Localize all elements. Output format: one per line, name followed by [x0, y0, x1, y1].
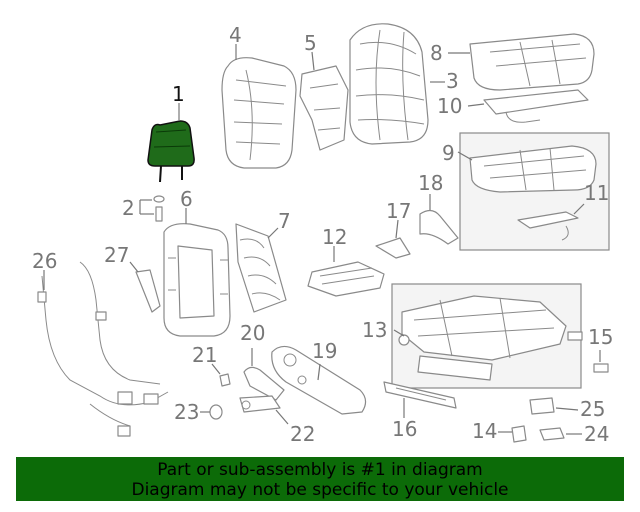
callout-18: 18 — [418, 171, 443, 195]
sensor-mat-part-11[interactable] — [517, 211, 579, 241]
callout-4: 4 — [229, 23, 242, 47]
track-cover-part-16[interactable] — [383, 381, 457, 409]
callout-24: 24 — [584, 422, 609, 446]
heater-mat-part-10[interactable] — [483, 89, 589, 123]
handle-part-22[interactable] — [239, 395, 281, 413]
bolt-part-23[interactable] — [209, 404, 223, 420]
bracket-part-17[interactable] — [375, 237, 411, 259]
side-airbag-part-27[interactable] — [135, 269, 161, 313]
callout-12: 12 — [322, 225, 347, 249]
seatback-cover-part-3[interactable] — [349, 23, 429, 145]
callout-16: 16 — [392, 417, 417, 441]
clip-part-15[interactable] — [567, 331, 609, 373]
callout-8: 8 — [430, 41, 443, 65]
callout-21: 21 — [192, 343, 217, 367]
cushion-cover-part-8[interactable] — [469, 33, 595, 91]
callout-1: 1 — [172, 82, 185, 106]
callout-15: 15 — [588, 325, 613, 349]
seat-adjuster-part-13[interactable] — [398, 295, 567, 381]
switch-part-24[interactable] — [539, 427, 565, 441]
callout-7: 7 — [278, 209, 291, 233]
callout-9: 9 — [442, 141, 455, 165]
callout-23: 23 — [174, 400, 199, 424]
callout-25: 25 — [580, 397, 605, 421]
seatback-frame-part-6[interactable] — [163, 223, 231, 337]
callout-13: 13 — [362, 318, 387, 342]
cushion-pan-part-12[interactable] — [307, 261, 385, 297]
callout-2: 2 — [122, 196, 135, 220]
headrest-part[interactable] — [147, 120, 195, 183]
disclaimer-banner: Part or sub-assembly is #1 in diagram Di… — [16, 457, 624, 501]
side-shield-part-19[interactable] — [271, 345, 367, 415]
banner-line-1: Part or sub-assembly is #1 in diagram — [157, 460, 483, 480]
callout-26: 26 — [32, 249, 57, 273]
callout-17: 17 — [386, 199, 411, 223]
callout-6: 6 — [180, 187, 193, 211]
seatback-frame-part-4[interactable] — [221, 57, 297, 169]
spring-mat-part-7[interactable] — [235, 223, 287, 313]
callout-22: 22 — [290, 422, 315, 446]
callout-14: 14 — [472, 419, 497, 443]
clip-part-21[interactable] — [219, 373, 231, 387]
callout-19: 19 — [312, 339, 337, 363]
callout-10: 10 — [437, 94, 462, 118]
cushion-foam-part-9[interactable] — [469, 145, 597, 193]
wiring-harness-part-26[interactable] — [37, 261, 169, 437]
clip-part-2[interactable] — [153, 195, 165, 222]
callout-3: 3 — [446, 69, 459, 93]
callout-20: 20 — [240, 321, 265, 345]
trim-part-18[interactable] — [419, 209, 459, 245]
callout-27: 27 — [104, 243, 129, 267]
callout-5: 5 — [304, 31, 317, 55]
bracket-part-5[interactable] — [299, 65, 349, 151]
module-part-25[interactable] — [529, 397, 555, 415]
banner-line-2: Diagram may not be specific to your vehi… — [131, 480, 509, 500]
connector-part-14[interactable] — [511, 425, 527, 443]
lever-part-20[interactable] — [243, 366, 285, 401]
callout-11: 11 — [584, 181, 609, 205]
